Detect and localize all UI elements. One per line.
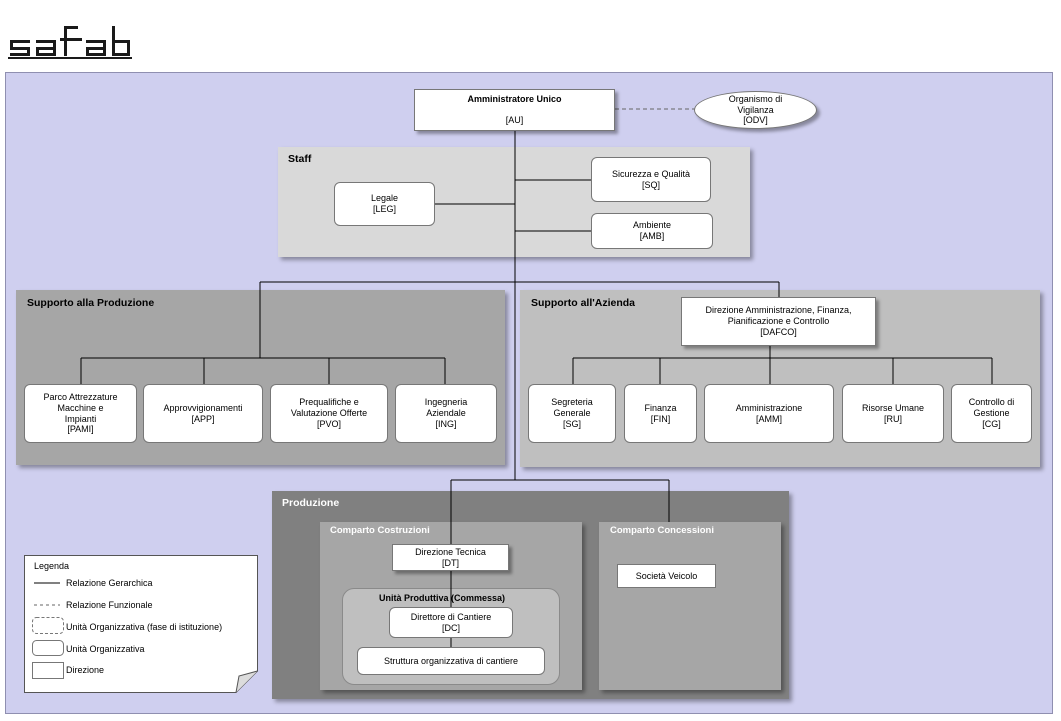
node-pami: Parco Attrezzature Macchine e Impianti [… xyxy=(24,384,137,443)
node-ing: Ingegneria Aziendale [ING] xyxy=(395,384,497,443)
node-au: Amministratore Unico [AU] xyxy=(414,89,615,131)
produzione-title: Produzione xyxy=(282,497,340,509)
node-dc-label: Direttore di Cantiere [DC] xyxy=(410,611,492,633)
legend-shape xyxy=(24,555,258,693)
node-odv-label: Organismo di Vigilanza [ODV] xyxy=(728,94,783,126)
node-app: Approvvigionamenti [APP] xyxy=(143,384,263,443)
legend-item-unita: Unità Organizzativa xyxy=(66,644,145,654)
legend-item-funzionale: Relazione Funzionale xyxy=(66,600,153,610)
node-str: Struttura organizzativa di cantiere xyxy=(357,647,545,675)
node-amb: Ambiente [AMB] xyxy=(591,213,713,249)
node-leg-label: Legale [LEG] xyxy=(370,193,399,214)
supporto-produzione-title: Supporto alla Produzione xyxy=(27,297,155,309)
supporto-azienda-title: Supporto all'Azienda xyxy=(531,297,636,309)
node-app-label: Approvvigionamenti [APP] xyxy=(163,402,243,424)
staff-title: Staff xyxy=(288,153,312,165)
node-dt-label: Direzione Tecnica [DT] xyxy=(415,546,486,568)
unita-produttiva-title: Unità Produttiva (Commessa) xyxy=(379,593,506,603)
legend-item-direzione: Direzione xyxy=(66,665,105,675)
node-ing-label: Ingegneria Aziendale [ING] xyxy=(424,397,468,429)
node-soc-label: Società Veicolo xyxy=(635,570,698,581)
node-dafco-label: Direzione Amministrazione, Finanza, Pian… xyxy=(705,305,852,337)
node-sg-label: Segreteria Generale [SG] xyxy=(551,397,593,429)
legend: Legenda Relazione Gerarchica Relazione F… xyxy=(24,555,258,693)
node-dt: Direzione Tecnica [DT] xyxy=(392,544,509,571)
node-leg: Legale [LEG] xyxy=(334,182,435,226)
node-sq-label: Sicurezza e Qualità [SQ] xyxy=(611,168,691,190)
node-sq: Sicurezza e Qualità [SQ] xyxy=(591,157,711,202)
node-cg-label: Controllo di Gestione [CG] xyxy=(968,397,1015,429)
comparto-concessioni-title: Comparto Concessioni xyxy=(610,525,714,536)
node-fin-label: Finanza [FIN] xyxy=(644,402,677,424)
node-pvo: Prequalifiche e Valutazione Offerte [PVO… xyxy=(270,384,388,443)
legend-title: Legenda xyxy=(34,561,70,571)
legend-item-istituzione: Unità Organizzativa (fase di istituzione… xyxy=(66,622,223,632)
node-pami-label: Parco Attrezzature Macchine e Impianti [… xyxy=(43,391,118,435)
node-str-label: Struttura organizzativa di cantiere xyxy=(383,655,519,666)
node-dc: Direttore di Cantiere [DC] xyxy=(389,607,513,638)
node-sg: Segreteria Generale [SG] xyxy=(528,384,616,443)
node-au-title: Amministratore Unico xyxy=(467,93,562,104)
comparto-costruzioni-title: Comparto Costruzioni xyxy=(330,525,430,536)
legend-item-gerarchica: Relazione Gerarchica xyxy=(66,578,153,588)
safab-logo xyxy=(8,24,133,60)
node-au-label: Amministratore Unico [AU] xyxy=(467,93,562,126)
node-amm-label: Amministrazione [AMM] xyxy=(735,402,803,424)
node-amb-label: Ambiente [AMB] xyxy=(632,220,672,241)
node-odv: Organismo di Vigilanza [ODV] xyxy=(694,91,817,129)
node-soc: Società Veicolo xyxy=(617,564,716,588)
node-pvo-label: Prequalifiche e Valutazione Offerte [PVO… xyxy=(290,397,368,429)
node-ru-label: Risorse Umane [RU] xyxy=(861,402,925,424)
node-dafco: Direzione Amministrazione, Finanza, Pian… xyxy=(681,297,876,346)
node-fin: Finanza [FIN] xyxy=(624,384,697,443)
node-ru: Risorse Umane [RU] xyxy=(842,384,944,443)
node-amm: Amministrazione [AMM] xyxy=(704,384,834,443)
comparto-concessioni-panel xyxy=(599,522,781,690)
node-cg: Controllo di Gestione [CG] xyxy=(951,384,1032,443)
